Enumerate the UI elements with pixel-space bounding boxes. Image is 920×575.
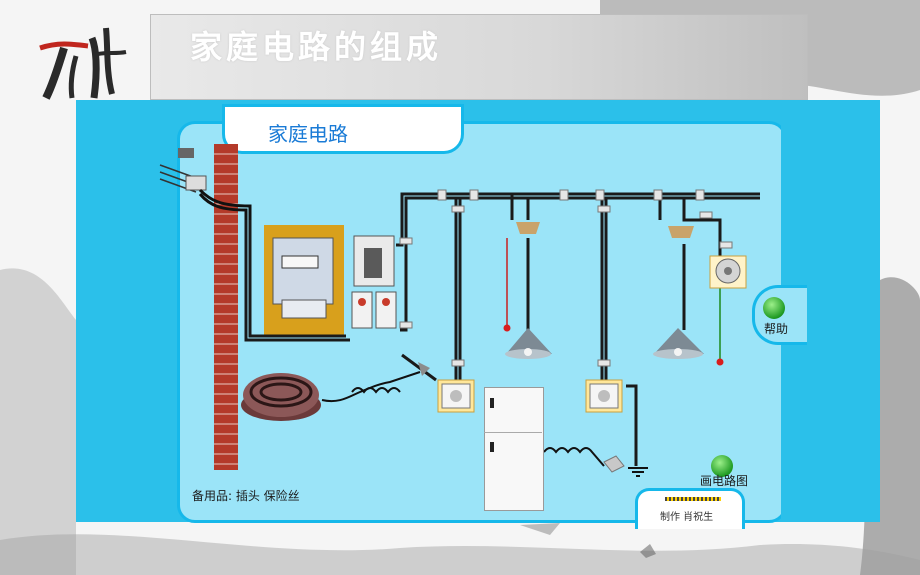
lamp-left (505, 222, 552, 359)
title-banner (150, 14, 808, 100)
page-title: 家庭电路的组成 (190, 28, 443, 66)
wall-fan (709, 255, 747, 289)
pull-cords (503, 238, 724, 366)
help-button-label[interactable]: 帮助 (764, 322, 789, 336)
refrigerator (484, 387, 544, 511)
fridge-cord (543, 447, 648, 477)
incoming-service-lines (159, 148, 252, 220)
help-play-icon[interactable] (763, 297, 785, 319)
socket-right (585, 379, 623, 413)
wiring (244, 192, 760, 466)
refrigerator-divider (484, 432, 542, 433)
electric-hotplate (241, 362, 430, 421)
credit-stripe (665, 497, 721, 501)
scene-title-tab (222, 104, 464, 154)
spare-parts-label: 备用品: 插头 保险丝 (192, 489, 300, 503)
lamp-right (653, 226, 704, 359)
meter-board (264, 225, 344, 335)
scene-title: 家庭电路 (268, 122, 348, 146)
socket-left (437, 379, 475, 413)
brick-wall (214, 144, 238, 470)
refrigerator-handle-top (490, 398, 494, 408)
draw-circuit-play-icon[interactable] (711, 455, 733, 477)
main-switch (351, 235, 397, 329)
wire-clips (399, 189, 733, 367)
refrigerator-handle-bottom (490, 442, 494, 452)
calligraphy-logo-icon (39, 27, 127, 100)
draw-circuit-button-label[interactable]: 画电路图 (700, 474, 749, 488)
credit-text: 制作 肖祝生 (660, 512, 714, 523)
credit-tab (635, 488, 745, 529)
